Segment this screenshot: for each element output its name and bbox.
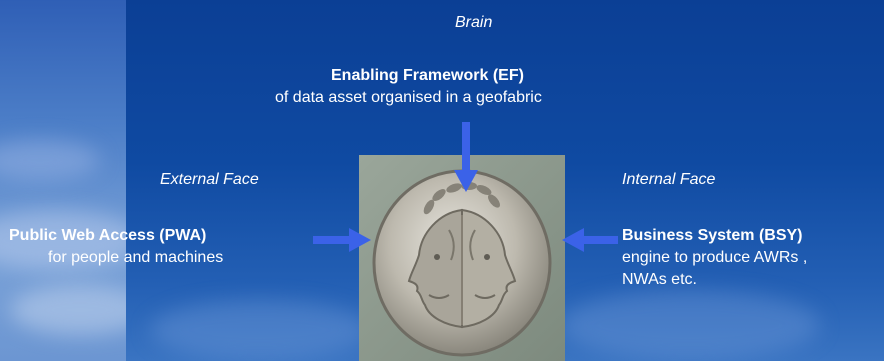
external-title: Public Web Access (PWA)	[9, 227, 207, 244]
arrow-right-icon	[313, 228, 371, 252]
janus-coin-image	[359, 155, 565, 361]
arrow-down-icon	[454, 122, 478, 192]
internal-subtitle-line2: NWAs etc.	[622, 271, 697, 288]
cloud-decoration	[560, 290, 820, 360]
brain-subtitle: of data asset organised in a geofabric	[275, 89, 542, 106]
internal-caption: Internal Face	[622, 171, 716, 188]
internal-title: Business System (BSY)	[622, 227, 803, 244]
internal-subtitle-line1: engine to produce AWRs ,	[622, 249, 808, 266]
external-caption: External Face	[160, 171, 259, 188]
cloud-decoration	[150, 300, 370, 360]
brain-title: Enabling Framework (EF)	[331, 67, 524, 84]
arrow-left-icon	[562, 228, 618, 252]
brain-caption: Brain	[455, 14, 493, 31]
sky-panel	[0, 0, 126, 361]
external-subtitle: for people and machines	[48, 249, 224, 266]
